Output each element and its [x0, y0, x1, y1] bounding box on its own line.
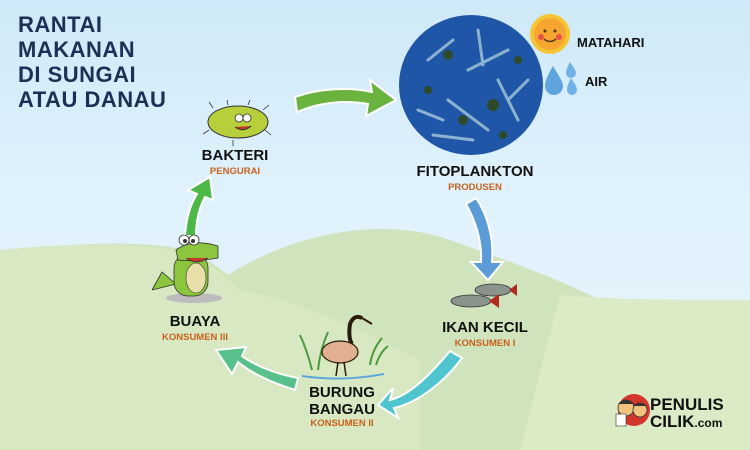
node-name-line: BURUNG — [309, 384, 375, 401]
arrow-ikan-to-burung — [376, 349, 464, 421]
title-line: MAKANAN — [18, 37, 136, 62]
fish-icon — [450, 283, 517, 308]
node-name: BAKTERI — [201, 147, 269, 164]
diagram-title: RANTAI MAKANAN DI SUNGAI ATAU DANAU — [18, 12, 166, 112]
logo-line2: CILIK — [650, 412, 695, 431]
node-role: KONSUMEN III — [162, 332, 228, 343]
bacteria-icon — [203, 100, 272, 146]
node-role: KONSUMEN II — [310, 418, 374, 429]
penulis-cilik-logo[interactable]: PENULIS CILIK.com — [650, 396, 724, 432]
heron-icon — [299, 314, 389, 380]
node-name-line: BANGAU — [309, 401, 375, 418]
sun-icon — [530, 14, 570, 54]
logo-suffix: .com — [694, 416, 723, 430]
node-bakteri: BAKTERI PENGURAI — [180, 147, 290, 178]
node-role: KONSUMEN I — [454, 338, 516, 349]
node-name: BUAYA — [169, 313, 221, 330]
phytoplankton-image — [399, 15, 543, 155]
water-drops-icon — [545, 62, 577, 95]
node-burung-bangau: BURUNG BANGAU KONSUMEN II — [292, 384, 392, 430]
title-line: ATAU DANAU — [18, 87, 167, 112]
penulis-cilik-logo-icon — [615, 394, 650, 427]
logo-line1: PENULIS — [650, 395, 724, 414]
node-buaya: BUAYA KONSUMEN III — [145, 313, 245, 344]
arrow-buaya-to-bakteri — [183, 175, 215, 237]
node-name: IKAN KECIL — [442, 319, 528, 336]
node-ikan-kecil: IKAN KECIL KONSUMEN I — [425, 319, 545, 350]
title-line: RANTAI — [18, 12, 103, 37]
arrow-bakteri-to-fitoplankton — [293, 77, 398, 118]
node-role: PENGURAI — [209, 166, 261, 177]
arrow-burung-to-buaya — [214, 345, 300, 392]
sun-label: MATAHARI — [577, 35, 645, 50]
node-name: FITOPLANKTON — [416, 163, 534, 180]
node-fitoplankton: FITOPLANKTON PRODUSEN — [400, 163, 550, 194]
node-role: PRODUSEN — [448, 182, 502, 193]
title-line: DI SUNGAI — [18, 62, 137, 87]
crocodile-icon — [152, 234, 222, 303]
water-label: AIR — [585, 74, 608, 89]
arrow-fitoplankton-to-ikan — [464, 196, 506, 282]
